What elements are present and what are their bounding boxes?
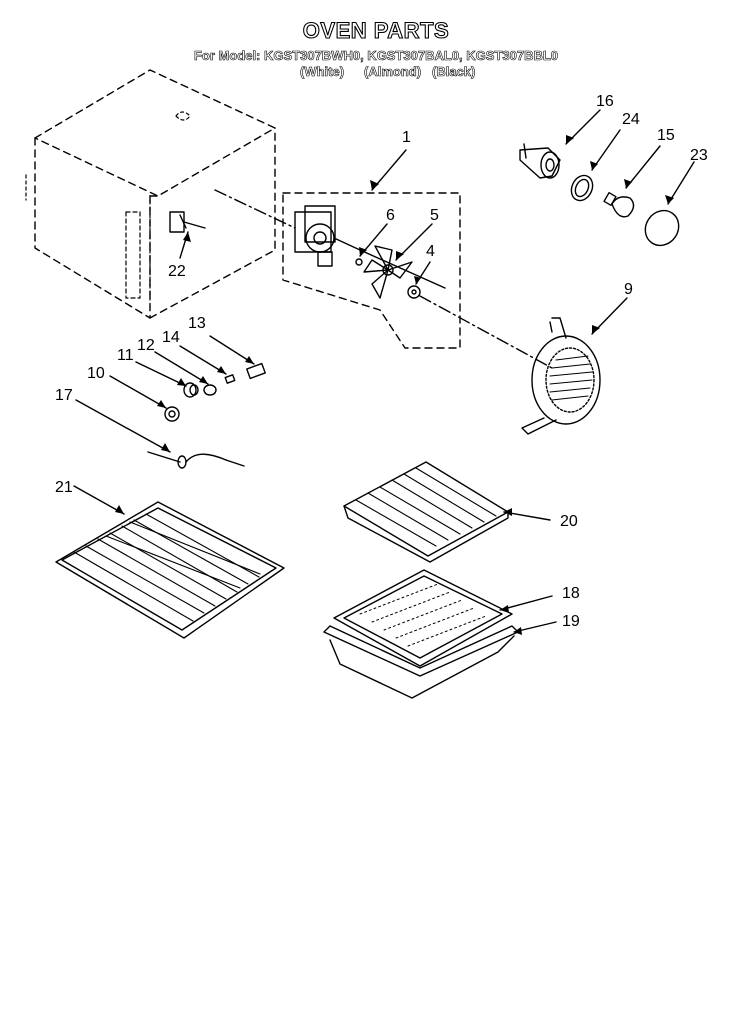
label-22: 22 bbox=[168, 263, 186, 280]
part-20-broiler-grid bbox=[343, 461, 509, 563]
shaft-line bbox=[214, 189, 296, 229]
right-leaders bbox=[73, 109, 695, 633]
cover-axis bbox=[419, 295, 553, 369]
part-6-washer bbox=[355, 258, 363, 266]
label-13: 13 bbox=[188, 315, 206, 332]
label-11: 11 bbox=[117, 347, 134, 364]
part-23-lens bbox=[644, 209, 680, 247]
label-6: 6 bbox=[386, 207, 395, 224]
part-14-spacer bbox=[224, 374, 236, 384]
shaft bbox=[359, 249, 446, 289]
label-20: 20 bbox=[560, 513, 578, 530]
part-18-broiler-pan-insert bbox=[333, 569, 513, 667]
label-23: 23 bbox=[690, 147, 708, 164]
label-1: 1 bbox=[402, 129, 411, 146]
label-9: 9 bbox=[624, 281, 633, 298]
label-21: 21 bbox=[55, 479, 73, 496]
part-21-oven-rack bbox=[55, 501, 285, 639]
label-12: 12 bbox=[137, 337, 155, 354]
part-16-lamp-socket bbox=[519, 143, 561, 179]
color-almond: (Almond) bbox=[364, 64, 422, 80]
label-10: 10 bbox=[87, 365, 105, 382]
arrowheads bbox=[115, 135, 674, 635]
color-black: (Black) bbox=[432, 64, 476, 80]
part-17-sensor bbox=[147, 451, 245, 469]
part-numbers: 1 4 5 6 9 10 11 12 13 14 15 16 17 18 19 … bbox=[55, 93, 708, 630]
label-4: 4 bbox=[426, 243, 435, 260]
label-16: 16 bbox=[596, 93, 614, 110]
part-15-bulb bbox=[603, 191, 635, 218]
label-15: 15 bbox=[657, 127, 675, 144]
label-14: 14 bbox=[162, 329, 180, 346]
motor-assembly-box bbox=[282, 192, 461, 349]
part-13-clip bbox=[246, 362, 266, 380]
part-12-washer bbox=[203, 384, 217, 396]
part-5-fan-blade bbox=[363, 245, 413, 299]
label-18: 18 bbox=[562, 585, 580, 602]
oven-cavity bbox=[34, 69, 276, 319]
part-4-nut bbox=[407, 285, 421, 299]
color-white: (White) bbox=[300, 64, 345, 80]
part-22-bracket bbox=[169, 211, 206, 233]
label-19: 19 bbox=[562, 613, 580, 630]
cavity-details bbox=[25, 111, 191, 301]
part-9-fan-cover bbox=[521, 317, 601, 435]
diagram-title: OVEN PARTS bbox=[302, 17, 450, 43]
part-19-broiler-pan bbox=[323, 625, 519, 699]
convection-motor bbox=[294, 205, 361, 267]
label-24: 24 bbox=[622, 111, 640, 128]
label-5: 5 bbox=[430, 207, 439, 224]
model-numbers: For Model: KGST307BWH0, KGST307BAL0, KGS… bbox=[193, 48, 559, 64]
part-24-gasket bbox=[570, 174, 594, 202]
part-10-nut bbox=[164, 406, 180, 422]
color-variants: (White) (Almond) (Black) bbox=[0, 64, 752, 80]
label-17: 17 bbox=[55, 387, 73, 404]
part-11-bushing bbox=[183, 382, 199, 398]
left-leaders bbox=[75, 335, 255, 453]
